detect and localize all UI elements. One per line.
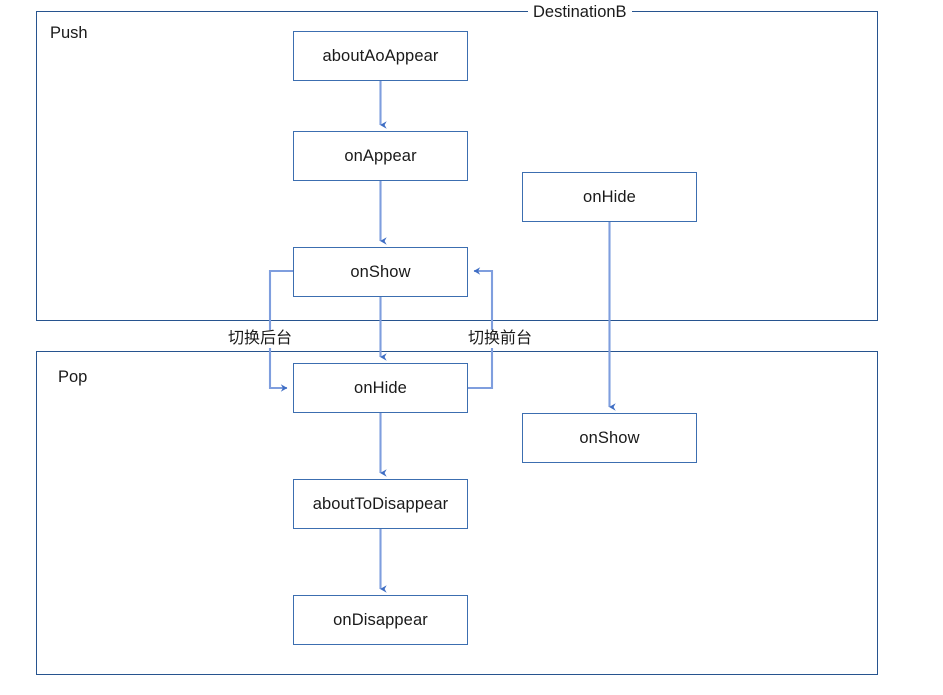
node-label: onAppear <box>344 146 417 165</box>
node-onShow[interactable]: onShow <box>293 247 468 297</box>
node-onShow-right[interactable]: onShow <box>522 413 697 463</box>
node-label: onHide <box>354 378 407 397</box>
node-onDisappear[interactable]: onDisappear <box>293 595 468 645</box>
arrow-switch-to-foreground <box>468 267 494 390</box>
node-onAppear[interactable]: onAppear <box>293 131 468 181</box>
node-label: onShow <box>350 262 411 281</box>
diagram-title: DestinationB <box>528 4 632 21</box>
node-aboutToDisappear[interactable]: aboutToDisappear <box>293 479 468 529</box>
edge-label-switch-to-background: 切换后台 <box>225 330 296 348</box>
pop-container-label: Pop <box>58 368 88 386</box>
edge-label-switch-to-foreground: 切换前台 <box>465 330 536 348</box>
node-aboutAoAppear[interactable]: aboutAoAppear <box>293 31 468 81</box>
pop-container <box>36 351 878 675</box>
push-container <box>36 11 878 321</box>
node-label: onDisappear <box>333 610 428 629</box>
node-label: aboutAoAppear <box>322 46 439 65</box>
node-label: onShow <box>579 428 640 447</box>
node-label: onHide <box>583 187 636 206</box>
arrow-switch-to-background <box>268 269 293 392</box>
node-onHide[interactable]: onHide <box>293 363 468 413</box>
node-label: aboutToDisappear <box>312 494 449 513</box>
node-onHide-right[interactable]: onHide <box>522 172 697 222</box>
push-container-label: Push <box>50 24 88 42</box>
